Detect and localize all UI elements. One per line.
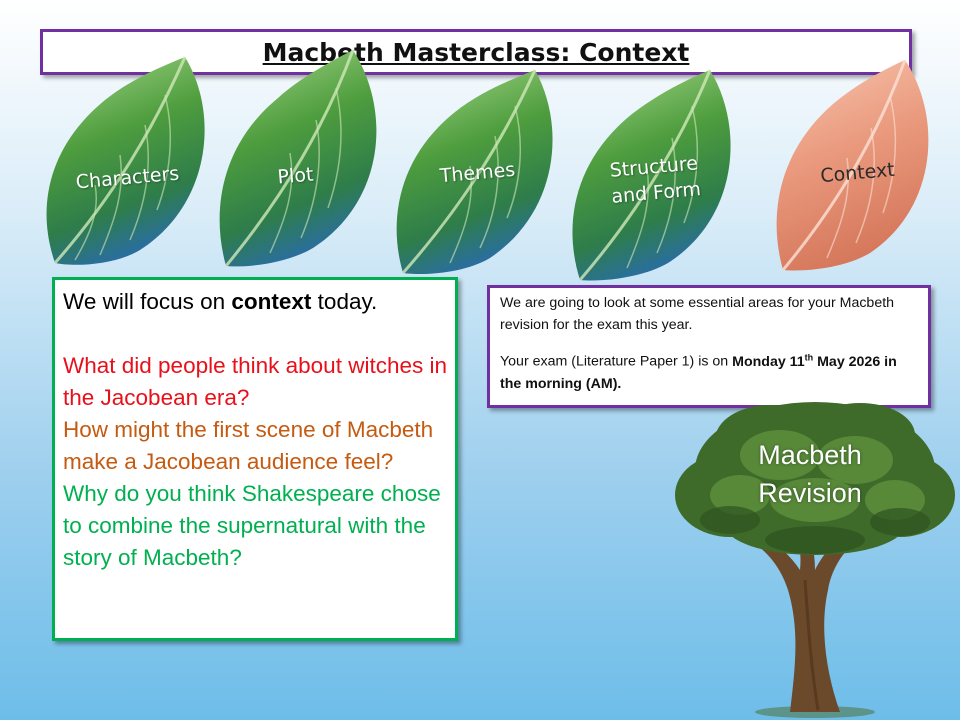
leaf-themes[interactable]: Themes [395,68,560,278]
leaf-context[interactable]: Context [775,58,940,273]
exam-info-box: We are going to look at some essential a… [487,285,931,408]
tree-caption-line1: Macbeth [758,440,862,470]
leaf-structure-and-form[interactable]: Structure and Form [570,68,740,283]
question-witches: What did people think about witches in t… [63,353,447,410]
leaf-shape-icon [776,59,929,271]
leaf-characters[interactable]: Characters [45,55,210,270]
focus-intro: We will focus on context today. [63,289,378,314]
tree-icon [675,402,955,718]
leaf-shape-icon [46,56,205,265]
question-supernatural: Why do you think Shakespeare chose to co… [63,481,441,570]
exam-date: Your exam (Literature Paper 1) is on Mon… [500,352,897,392]
leaf-shape-icon [572,69,731,281]
question-first-scene: How might the first scene of Macbeth mak… [63,417,434,474]
focus-questions-box: We will focus on context today. What did… [52,277,458,641]
tree-caption-line2: Revision [758,478,862,508]
tree-caption: Macbeth Revision [740,436,880,512]
revision-intro: We are going to look at some essential a… [500,295,895,333]
leaf-shape-icon [396,69,553,275]
leaf-shape-icon [219,49,377,267]
leaf-plot[interactable]: Plot [218,48,383,273]
